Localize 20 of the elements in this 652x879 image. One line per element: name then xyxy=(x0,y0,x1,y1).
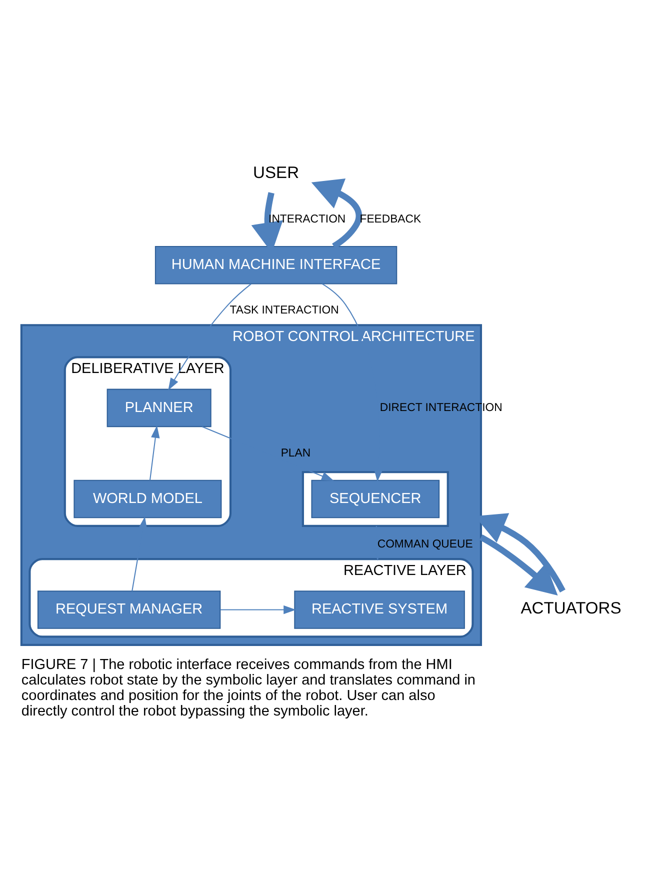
node-text: ACTUATORS xyxy=(520,598,621,618)
node-box: PLANNER xyxy=(106,388,211,428)
node-text: USER xyxy=(252,162,299,182)
arrow xyxy=(310,178,362,249)
node-box: REQUEST MANAGER xyxy=(36,590,220,629)
edge-label: TASK INTERACTION xyxy=(229,304,338,317)
node-box: SEQUENCER xyxy=(310,480,440,518)
arrow xyxy=(148,425,160,480)
arrow xyxy=(479,534,558,596)
node-box: REACTIVE SYSTEM xyxy=(294,590,464,629)
edge-label: COMMAN QUEUE xyxy=(376,538,472,550)
arrow xyxy=(168,284,251,390)
arrow xyxy=(201,426,334,481)
edge-label: PLAN xyxy=(280,447,310,460)
node-box: WORLD MODEL xyxy=(73,480,222,518)
caption: FIGURE 7 | The robotic interface receives commands from the HMI calculates robot state by the symbolic layer and translates command in coordinates and position for the joints of the robot. User can also directly control the robot bypassing the symbolic layer. xyxy=(20,656,475,720)
arrow xyxy=(321,283,382,482)
arrow xyxy=(220,605,296,614)
arrow xyxy=(131,516,147,592)
node-box: HUMAN MACHINE INTERFACE xyxy=(154,246,397,284)
